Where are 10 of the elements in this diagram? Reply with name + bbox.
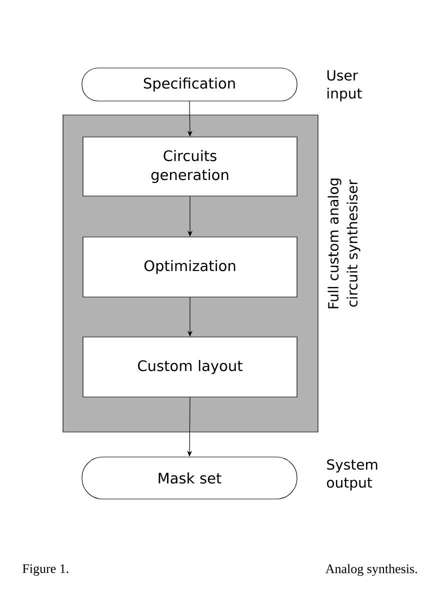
side-note: User input [327,70,362,102]
process-box: Circuits generation [82,136,298,196]
side-note: System output [326,459,378,491]
caption-text: Analog synthesis. [325,564,417,576]
process-box: Optimization [82,236,298,298]
node-label: Full custom analog circuit synthesiser [328,178,360,308]
process-box: Custom layout [82,336,298,398]
caption-text: Figure 1. [22,564,68,576]
terminal-box: Specification [82,68,298,102]
terminal-box: Mask set [82,456,298,500]
